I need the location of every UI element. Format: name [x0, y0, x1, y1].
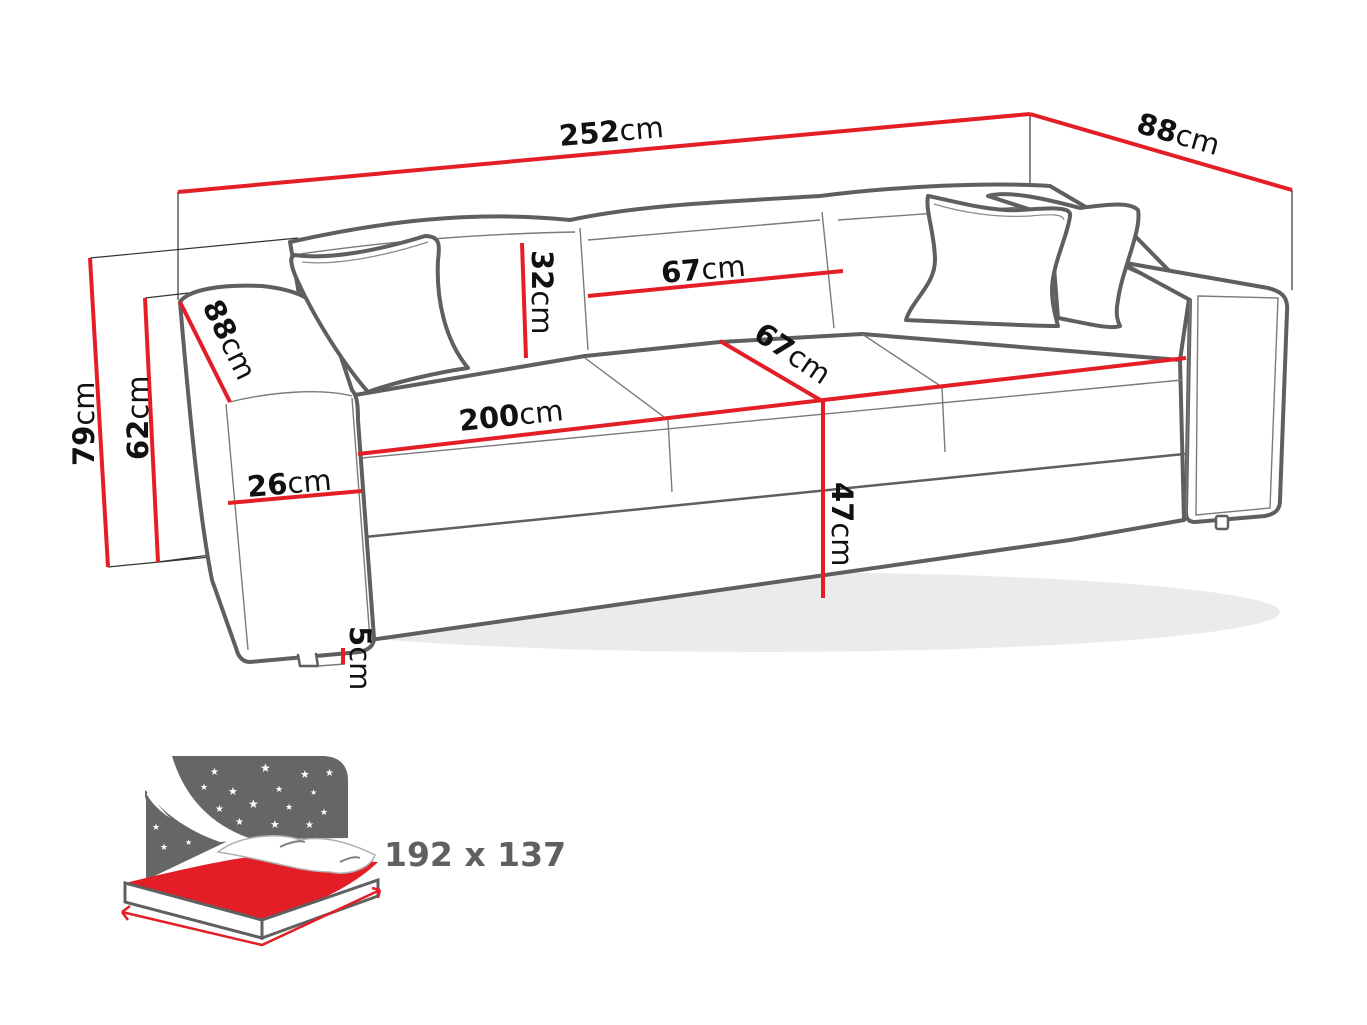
- svg-text:★: ★: [325, 768, 334, 779]
- svg-text:★: ★: [285, 803, 293, 813]
- dimension-lines: [88, 112, 1293, 664]
- svg-text:★: ★: [300, 768, 310, 781]
- stars: ★ ★ ★ ★ ★ ★ ★ ★ ★ ★ ★ ★ ★ ★ ★ ★ ★ ★: [152, 761, 334, 853]
- bed-icon: ★ ★ ★ ★ ★ ★ ★ ★ ★ ★ ★ ★ ★ ★ ★ ★ ★ ★: [121, 756, 566, 947]
- svg-text:★: ★: [235, 817, 244, 828]
- svg-text:★: ★: [210, 767, 219, 778]
- label-armrest-width: 26cm: [246, 463, 333, 504]
- label-backrest-height: 32cm: [525, 250, 559, 335]
- svg-text:★: ★: [248, 797, 259, 811]
- dim-line-seat-depth: [718, 339, 824, 403]
- svg-text:★: ★: [260, 761, 271, 775]
- svg-text:★: ★: [152, 823, 160, 833]
- pillow-right-front: [904, 194, 1072, 328]
- left-armrest: [178, 283, 376, 664]
- right-leg: [1214, 514, 1230, 531]
- svg-text:★: ★: [215, 804, 224, 815]
- sofa: [178, 182, 1290, 668]
- label-leg-height: 5cm: [343, 626, 377, 690]
- dim-line-total-height: [88, 257, 110, 568]
- label-total-width: 252cm: [558, 110, 665, 153]
- dim-line-armrest-depth: [178, 301, 232, 403]
- dimension-labels: 252cm 88cm 79cm 62cm 88cm 26cm 32cm 67cm…: [67, 106, 1224, 690]
- dim-line-total-width: [177, 112, 1031, 194]
- svg-text:★: ★: [160, 843, 168, 853]
- pillow-right-back: [986, 192, 1141, 330]
- label-armrest-height: 62cm: [121, 375, 155, 460]
- night-sky-panel: [145, 756, 348, 895]
- svg-text:★: ★: [228, 785, 238, 798]
- dim-line-backrest-height: [520, 242, 528, 359]
- dim-line-armrest-height: [143, 297, 160, 563]
- svg-text:★: ★: [310, 788, 317, 797]
- svg-text:★: ★: [305, 820, 314, 831]
- svg-text:★: ★: [200, 783, 208, 793]
- dim-line-seat-width: [357, 356, 1187, 456]
- svg-text:★: ★: [275, 785, 283, 795]
- dim-line-armrest-width: [227, 489, 363, 505]
- dim-line-back-cushion: [587, 269, 844, 298]
- label-back-cushion: 67cm: [660, 249, 747, 290]
- pillows: [289, 192, 1141, 394]
- label-total-depth: 88cm: [1133, 106, 1224, 162]
- label-total-height: 79cm: [67, 381, 101, 466]
- sleeping-area-label: 192 x 137: [384, 835, 566, 874]
- pillow-left: [289, 234, 470, 394]
- svg-text:★: ★: [270, 818, 280, 831]
- label-seat-height: 47cm: [825, 482, 859, 567]
- svg-text:★: ★: [185, 838, 192, 847]
- svg-text:★: ★: [320, 808, 328, 818]
- dim-line-total-depth: [1029, 112, 1293, 192]
- label-seat-width: 200cm: [457, 393, 565, 438]
- extension-lines: [89, 114, 1293, 568]
- right-armrest: [1118, 260, 1290, 524]
